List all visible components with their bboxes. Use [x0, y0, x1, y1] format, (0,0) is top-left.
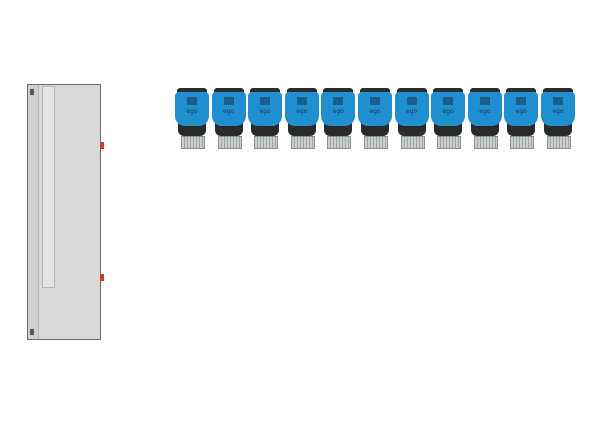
actuator-housing: ego — [394, 92, 429, 126]
actuator-nut — [217, 136, 242, 149]
actuator-logo: ego — [515, 108, 527, 115]
valve-actuator: ego — [321, 88, 356, 149]
actuator-housing: ego — [431, 92, 466, 126]
actuator-logo: ego — [223, 108, 235, 115]
actuator-window — [187, 97, 197, 105]
actuator-logo: ego — [332, 108, 344, 115]
actuator-nut — [400, 136, 425, 149]
actuator-housing: ego — [211, 92, 246, 126]
actuator-window — [479, 97, 490, 105]
actuator-window — [333, 97, 344, 105]
actuator-logo: ego — [186, 108, 198, 115]
actuator-nut — [473, 136, 498, 149]
valve-actuator: ego — [467, 88, 502, 149]
cabinet-tab-bottom — [100, 274, 104, 281]
actuator-logo: ego — [552, 108, 564, 115]
actuator-logo: ego — [296, 108, 308, 115]
actuator-housing: ego — [175, 92, 209, 126]
cabinet-strip — [42, 86, 55, 288]
actuator-housing: ego — [321, 92, 356, 126]
actuator-housing: ego — [541, 92, 575, 126]
actuator-window — [223, 97, 234, 105]
actuator-nut — [510, 136, 535, 149]
actuator-window — [553, 97, 563, 105]
actuator-nut — [327, 136, 352, 149]
actuator-window — [406, 97, 417, 105]
cabinet-tab-top — [100, 142, 104, 149]
valve-actuator: ego — [211, 88, 246, 149]
actuator-window — [370, 97, 380, 105]
valve-actuator: ego — [248, 88, 283, 149]
valve-actuator: ego — [394, 88, 429, 149]
cabinet-latch-bottom — [30, 329, 34, 335]
valve-actuator: ego — [358, 88, 392, 149]
actuator-nut — [547, 136, 571, 149]
actuator-window — [296, 97, 307, 105]
actuator-window — [443, 97, 454, 105]
actuator-window — [516, 97, 527, 105]
valve-actuator: ego — [431, 88, 466, 149]
actuator-logo: ego — [406, 108, 418, 115]
valve-actuator: ego — [504, 88, 539, 149]
actuator-nut — [254, 136, 279, 149]
actuator-housing: ego — [504, 92, 539, 126]
cabinet-hinge-edge — [28, 85, 39, 339]
actuator-logo: ego — [259, 108, 271, 115]
actuator-nut — [181, 136, 205, 149]
actuator-logo: ego — [479, 108, 491, 115]
actuator-housing: ego — [248, 92, 283, 126]
actuator-nut — [364, 136, 388, 149]
distribution-cabinet — [27, 84, 101, 340]
cabinet-latch-top — [30, 89, 34, 95]
actuator-nut — [437, 136, 462, 149]
actuator-housing: ego — [358, 92, 392, 126]
actuator-window — [260, 97, 271, 105]
valve-actuator: ego — [175, 88, 209, 149]
actuator-logo: ego — [442, 108, 454, 115]
valve-actuator: ego — [541, 88, 575, 149]
actuator-nut — [290, 136, 315, 149]
actuator-housing: ego — [284, 92, 319, 126]
actuator-housing: ego — [467, 92, 502, 126]
valve-actuator: ego — [284, 88, 319, 149]
actuator-logo: ego — [369, 108, 381, 115]
